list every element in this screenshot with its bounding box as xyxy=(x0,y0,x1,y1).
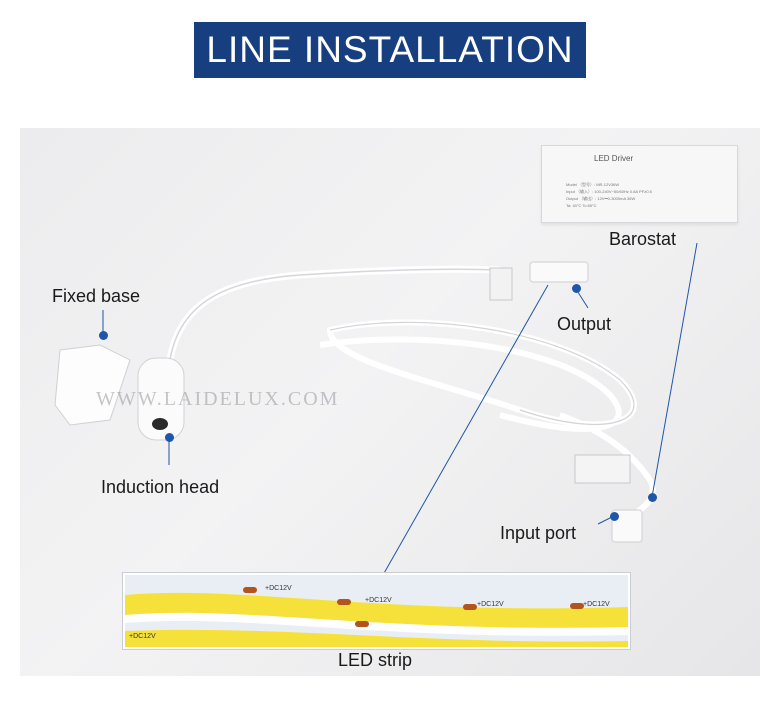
label-output: Output xyxy=(557,314,612,334)
driver-output: Output （输出）: 12V⎓0-3000mA 36W xyxy=(566,196,636,201)
strip-marking: +DC12V xyxy=(583,601,610,608)
label-induction-head: Induction head xyxy=(101,477,220,497)
led-chip xyxy=(355,621,369,627)
label-barostat: Barostat xyxy=(609,229,677,249)
output-connector xyxy=(529,261,589,283)
led-driver: LED Driver Model （型号）: MR-12V36W Input （… xyxy=(541,145,738,223)
label-led-strip: LED strip xyxy=(338,650,413,670)
page-title: LINE INSTALLATION xyxy=(194,22,586,78)
leader-led-strip xyxy=(382,284,549,576)
fixed-base-shape xyxy=(54,344,131,426)
driver-input: Input （输入）: 100-240V~50/60Hz 0.8A PF≥0.5 xyxy=(566,189,652,194)
strip-marking: +DC12V xyxy=(265,585,292,592)
leader-barostat xyxy=(651,242,698,498)
led-chip xyxy=(337,599,351,605)
input-tag xyxy=(574,454,631,484)
marker-induction-head xyxy=(165,433,174,442)
induction-head-body xyxy=(137,357,185,441)
label-fixed-base: Fixed base xyxy=(52,286,141,306)
cable-to-output xyxy=(166,265,501,361)
cable-coil-2 xyxy=(319,336,622,432)
induction-sensor xyxy=(152,418,168,430)
input-port-connector xyxy=(611,509,643,543)
cable-to-input xyxy=(558,412,656,523)
marker-output xyxy=(572,284,581,293)
watermark: WWW.LAIDELUX.COM xyxy=(96,388,340,410)
driver-model: Model （型号）: MR-12V36W xyxy=(566,182,620,187)
led-strip-closeup: +DC12V +DC12V +DC12V +DC12V +DC12V xyxy=(123,573,630,649)
cable-to-output-shadow xyxy=(169,268,501,361)
driver-title: LED Driver xyxy=(594,154,634,163)
marker-input-port xyxy=(610,512,619,521)
cable-coil-shadow xyxy=(329,321,635,426)
strip-marking: +DC12V xyxy=(365,597,392,604)
driver-temp: Ta: 40°C Tc:85°C xyxy=(566,203,597,208)
label-input-port: Input port xyxy=(500,523,577,543)
strip-marking: +DC12V xyxy=(477,601,504,608)
led-chip xyxy=(243,587,257,593)
led-strip-art xyxy=(125,592,628,647)
led-chip xyxy=(570,603,584,609)
led-chip xyxy=(463,604,477,610)
output-tag xyxy=(489,267,513,301)
marker-fixed-base xyxy=(99,331,108,340)
marker-barostat xyxy=(648,493,657,502)
strip-marking: +DC12V xyxy=(129,633,156,640)
title-banner: LINE INSTALLATION xyxy=(0,22,780,78)
